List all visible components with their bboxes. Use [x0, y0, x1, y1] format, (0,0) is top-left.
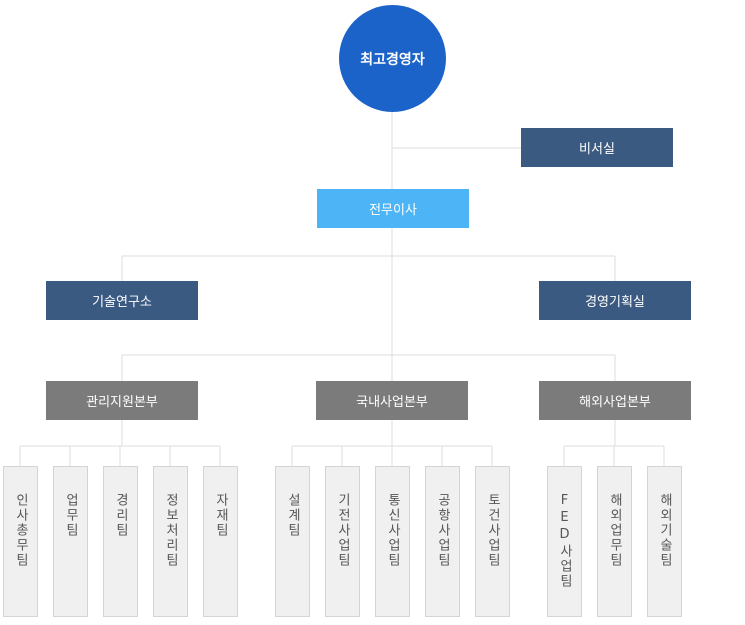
ceo-node: 최고경영자: [339, 5, 446, 112]
team-label: 설계팀: [285, 493, 300, 538]
team-label: 경리팀: [113, 493, 128, 538]
team-node: 해외업무팀: [597, 466, 632, 617]
team-node: FED사업팀: [547, 466, 582, 617]
team-node: 기전사업팀: [325, 466, 360, 617]
planning-node: 경영기획실: [539, 281, 691, 320]
team-label: FED사업팀: [557, 493, 572, 589]
division-domestic: 국내사업본부: [316, 381, 468, 420]
team-node: 설계팀: [275, 466, 310, 617]
team-label: 자재팀: [213, 493, 228, 538]
research-node: 기술연구소: [46, 281, 198, 320]
team-label: 업무팀: [63, 493, 78, 538]
team-node: 공항사업팀: [425, 466, 460, 617]
division-overseas: 해외사업본부: [539, 381, 691, 420]
team-node: 통신사업팀: [375, 466, 410, 617]
team-node: 경리팀: [103, 466, 138, 617]
team-label: 토건사업팀: [485, 493, 500, 568]
team-label: 인사총무팀: [13, 493, 28, 568]
division-admin: 관리지원본부: [46, 381, 198, 420]
team-node: 자재팀: [203, 466, 238, 617]
team-label: 기전사업팀: [335, 493, 350, 568]
team-label: 정보처리팀: [163, 493, 178, 568]
team-label: 공항사업팀: [435, 493, 450, 568]
team-node: 토건사업팀: [475, 466, 510, 617]
team-node: 해외기술팀: [647, 466, 682, 617]
team-node: 인사총무팀: [3, 466, 38, 617]
secretary-node: 비서실: [521, 128, 673, 167]
team-label: 해외기술팀: [657, 493, 672, 568]
team-label: 통신사업팀: [385, 493, 400, 568]
team-label: 해외업무팀: [607, 493, 622, 568]
team-node: 업무팀: [53, 466, 88, 617]
executive-node: 전무이사: [317, 189, 469, 228]
team-node: 정보처리팀: [153, 466, 188, 617]
